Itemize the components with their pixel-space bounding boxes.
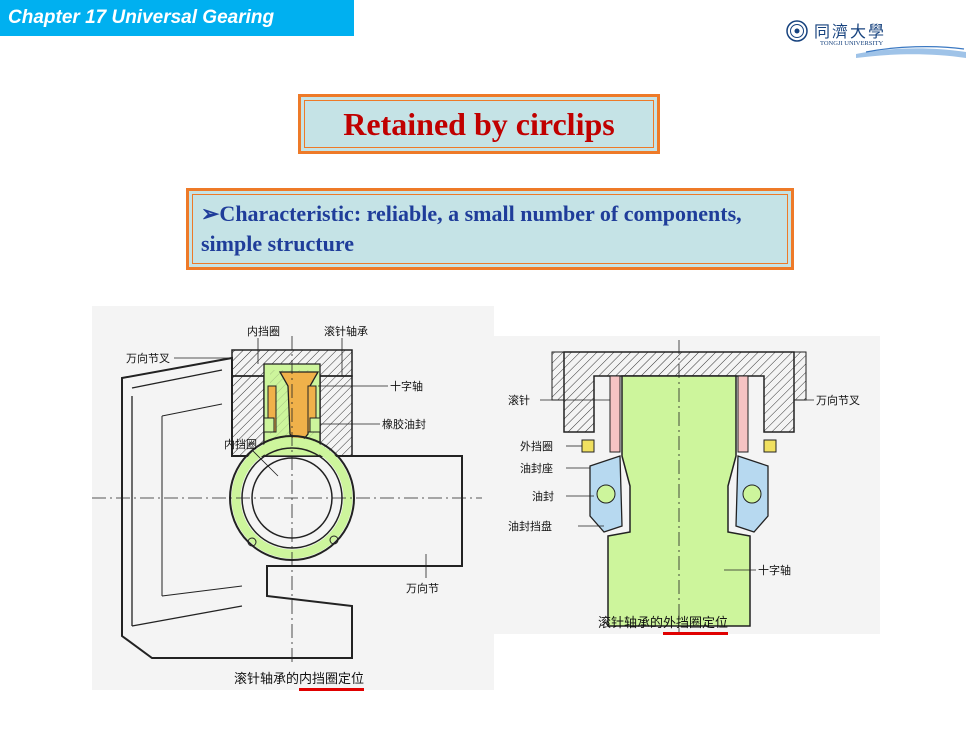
label-universal-joint: 万向节 [406,582,439,595]
characteristic-text: ➢Characteristic: reliable, a small numbe… [201,201,742,256]
label-inner-circlip-top: 内挡圈 [247,325,280,338]
label-rubber-seal: 橡胶油封 [382,418,426,431]
slide-title-box: Retained by circlips [298,94,660,154]
characteristic-box: ➢Characteristic: reliable, a small numbe… [186,188,794,270]
label-yoke-left: 万向节叉 [126,352,170,365]
logo-text-english: TONGJI UNIVERSITY [820,40,884,47]
label-cross-shaft-right: 十字轴 [758,564,791,577]
label-oil-seal: 油封 [532,490,554,503]
inner-circlip-drawing [92,336,482,666]
chapter-header-bar: Chapter 17 Universal Gearing [0,0,354,36]
caption-outer-prefix: 滚针轴承的 [598,616,664,631]
university-logo: 同濟大學 TONGJI UNIVERSITY [786,18,966,58]
caption-outer-highlight: 外挡圈定位 [663,616,729,635]
label-seal-seat: 油封座 [520,462,553,475]
logo-swoosh-decoration [856,46,966,58]
label-outer-circlip: 外挡圈 [520,440,553,453]
caption-outer-circlip: 滚针轴承的外挡圈定位 [598,612,729,635]
label-needle: 滚针 [508,394,530,407]
university-seal-icon [786,20,808,42]
caption-inner-highlight: 内挡圈定位 [299,672,365,691]
figure-outer-circlip: 滚针 万向节叉 外挡圈 油封座 油封 油封挡盘 十字轴 滚针轴承的外挡圈定位 [494,336,880,635]
label-seal-retainer: 油封挡盘 [508,520,552,533]
label-yoke-right: 万向节叉 [816,394,860,407]
label-inner-circlip: 内挡圈 [224,438,257,451]
label-cross-shaft-left: 十字轴 [390,380,423,393]
caption-inner-prefix: 滚针轴承的 [234,672,300,687]
chapter-title: Chapter 17 Universal Gearing [8,7,275,28]
label-needle-bearing: 滚针轴承 [324,325,368,338]
caption-inner-circlip: 滚针轴承的内挡圈定位 [234,668,365,691]
outer-circlip-drawing [540,340,814,632]
slide-title: Retained by circlips [343,106,615,142]
logo-text-chinese: 同濟大學 [814,22,887,41]
figure-inner-circlip: 内挡圈 滚针轴承 万向节叉 十字轴 橡胶油封 内挡圈 万向节 滚针轴承的内挡圈定… [92,306,494,691]
